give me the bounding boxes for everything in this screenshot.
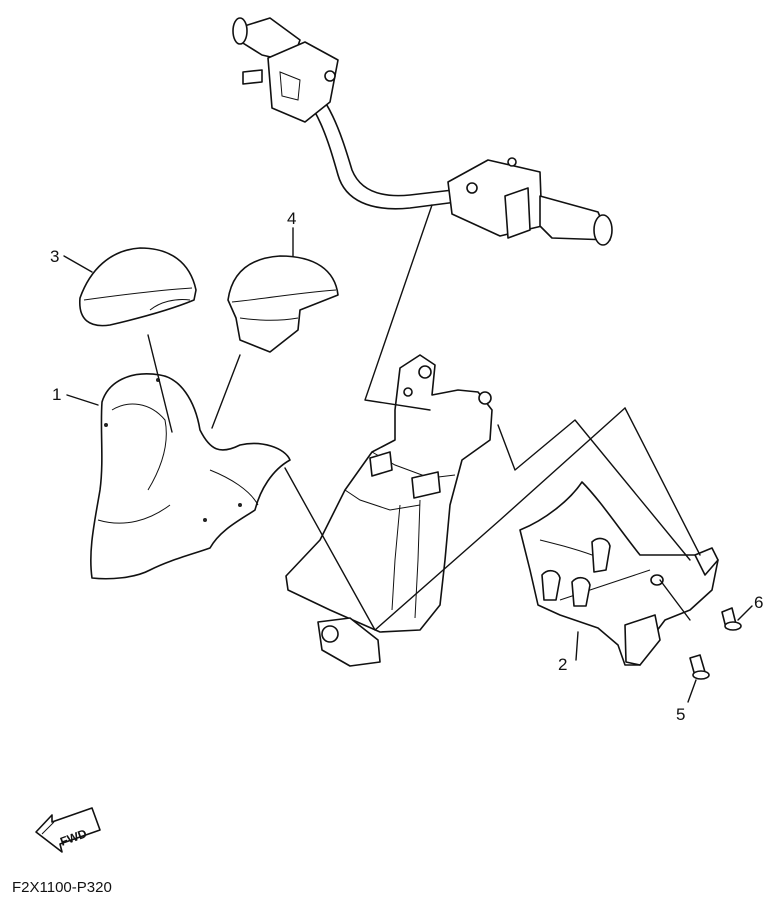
callout-1: 1	[52, 385, 61, 404]
handle-cover-upper-part-3	[79, 247, 197, 327]
callout-4: 4	[287, 209, 296, 228]
handlebar-assembly	[232, 17, 613, 246]
screw-part-6	[721, 607, 742, 631]
callout-3: 3	[50, 247, 59, 266]
forward-arrow-icon: FWD	[35, 807, 101, 853]
figure-code: F2X1100-P320	[12, 879, 112, 896]
handle-cover-part-4	[227, 255, 339, 353]
callout-leaders	[63, 227, 753, 703]
steering-bracket-body	[285, 354, 493, 667]
rear-handle-cover-part-2	[519, 481, 719, 666]
front-handle-cover-part-1	[90, 373, 291, 580]
callout-5: 5	[676, 705, 685, 724]
screw-part-5	[689, 654, 710, 680]
assembly-lines	[147, 204, 701, 631]
callout-6: 6	[754, 593, 763, 612]
callout-2: 2	[558, 655, 567, 674]
